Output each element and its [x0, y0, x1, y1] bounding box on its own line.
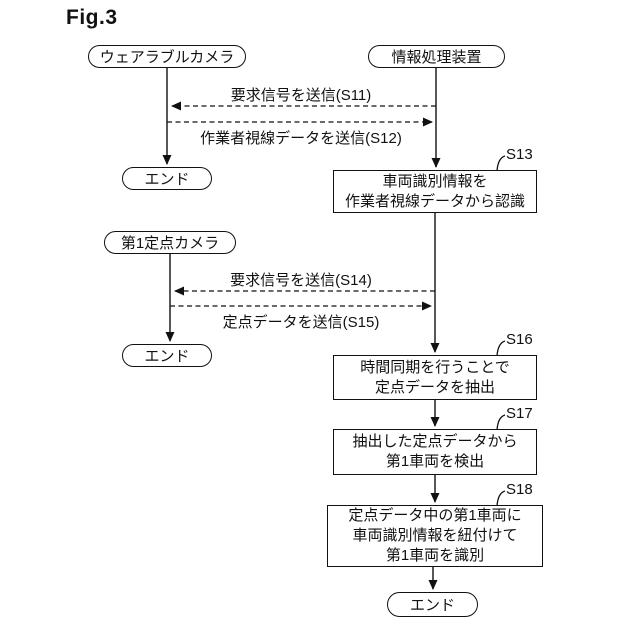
lifeline-info-processing-device: 情報処理装置 — [368, 45, 505, 68]
message-s15-label: 定点データを送信(S15) — [222, 314, 380, 331]
step-text-line: 車両識別情報を — [382, 172, 488, 190]
step-box-s16: 時間同期を行うことで 定点データを抽出 — [333, 355, 537, 400]
hook-s13 — [496, 155, 506, 172]
hook-s18 — [496, 490, 506, 507]
message-s11-label: 要求信号を送信(S11) — [230, 87, 372, 104]
step-label-s16: S16 — [506, 331, 533, 348]
terminator-end-wearable: エンド — [122, 167, 212, 190]
figure-title: Fig.3 — [66, 6, 118, 29]
step-text-line: 抽出した定点データから — [352, 433, 518, 450]
step-text-line: 作業者視線データから認識 — [344, 192, 525, 210]
lifeline-wearable-camera: ウェアラブルカメラ — [88, 45, 246, 68]
step-label-s18: S18 — [506, 481, 533, 498]
step-box-s13: 車両識別情報を 作業者視線データから認識 — [333, 170, 537, 213]
lifeline-first-fixed-camera: 第1定点カメラ — [104, 231, 236, 254]
step-text-line: 定点データ中の第1車両に — [348, 507, 522, 524]
step-label-s13: S13 — [506, 146, 533, 163]
step-box-s17: 抽出した定点データから 第1車両を検出 — [333, 429, 537, 475]
hook-s16 — [496, 340, 506, 357]
message-s12-label: 作業者視線データを送信(S12) — [200, 130, 402, 147]
step-text-line: 第1車両を検出 — [385, 453, 485, 470]
hook-s17 — [496, 414, 506, 431]
message-s14-label: 要求信号を送信(S14) — [230, 272, 372, 289]
terminator-end-main: エンド — [387, 592, 478, 617]
step-text-line: 車両識別情報を紐付けて — [352, 527, 518, 544]
step-text-line: 第1車両を識別 — [385, 547, 485, 564]
step-text-line: 定点データを抽出 — [374, 378, 495, 396]
step-label-s17: S17 — [506, 405, 533, 422]
terminator-end-fixed-camera: エンド — [122, 344, 212, 367]
step-text-line: 時間同期を行うことで — [360, 358, 510, 376]
step-box-s18: 定点データ中の第1車両に 車両識別情報を紐付けて 第1車両を識別 — [327, 505, 543, 567]
